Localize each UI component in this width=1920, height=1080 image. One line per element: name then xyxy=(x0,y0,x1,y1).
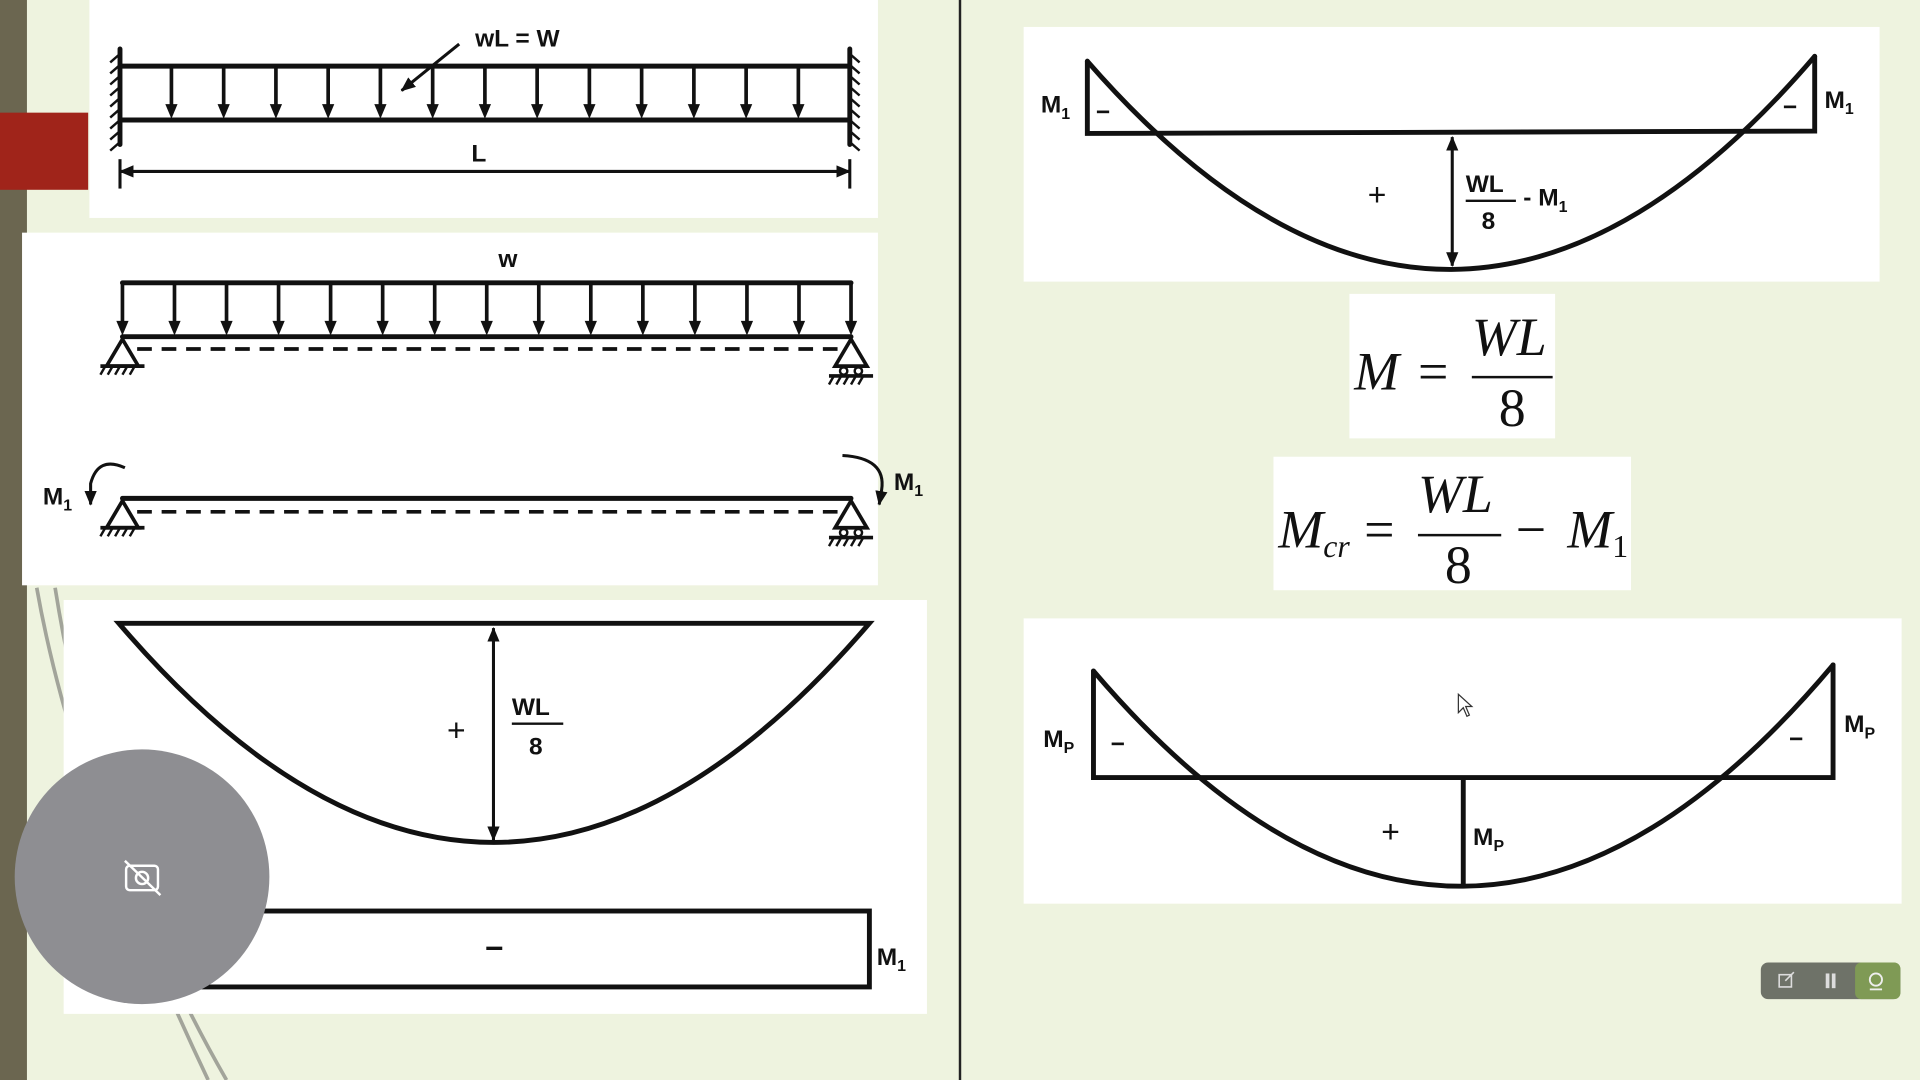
mid-label: MP xyxy=(1473,824,1504,855)
svg-text:M1: M1 xyxy=(1566,499,1628,564)
equation-cracking-moment: Mcr = WL 8 − M1 xyxy=(1273,456,1632,595)
positive-sign: + xyxy=(447,712,466,748)
span-label: L xyxy=(471,141,486,168)
svg-text:WL: WL xyxy=(1418,464,1493,524)
moment-value-numerator: WL xyxy=(512,694,550,721)
end-right-label: MP xyxy=(1844,711,1875,742)
edit-icon xyxy=(1778,973,1793,988)
moment-right-label: M1 xyxy=(894,469,923,500)
value-numerator: WL xyxy=(1466,171,1504,198)
pause-button[interactable] xyxy=(1809,965,1853,997)
end-right-label: M1 xyxy=(1824,87,1853,118)
end-left-label: M1 xyxy=(1041,92,1070,123)
end-left-label: MP xyxy=(1043,726,1074,757)
svg-text:=: = xyxy=(1418,341,1448,401)
svg-text:WL: WL xyxy=(1472,307,1547,367)
pin-support xyxy=(99,497,145,537)
svg-text:8: 8 xyxy=(1445,535,1472,595)
equation-moment: M = WL 8 xyxy=(1349,293,1556,439)
accent-block xyxy=(0,112,89,190)
moment-left-label: M1 xyxy=(43,483,72,514)
svg-text:M: M xyxy=(1353,341,1402,401)
value-rest: - M1 xyxy=(1523,185,1567,216)
camera-preview[interactable] xyxy=(14,749,270,1005)
webcam-button[interactable] xyxy=(1868,972,1883,991)
svg-text:−: − xyxy=(1516,499,1546,559)
roller-support xyxy=(827,497,874,547)
fixed-moment-diagram: + − − WL 8 - M1 M1 M1 xyxy=(1023,26,1880,282)
load-label: wL = W xyxy=(474,26,560,53)
pause-icon xyxy=(1825,973,1836,989)
negative-sign: − xyxy=(485,930,504,966)
negative-sign-left: − xyxy=(1096,99,1110,126)
value-denominator: 8 xyxy=(1482,208,1496,235)
distributed-load-label: w xyxy=(497,246,518,273)
fixed-beam-figure: wL = W L xyxy=(89,0,878,218)
plastic-moment-diagram: + − − MP MP MP xyxy=(1023,618,1902,904)
moment-value-denominator: 8 xyxy=(529,733,543,760)
negative-sign-left: − xyxy=(1111,731,1125,758)
webcam-icon xyxy=(1868,972,1883,987)
recording-controls xyxy=(1760,962,1901,1000)
end-moment-label: M1 xyxy=(877,944,906,975)
svg-text:8: 8 xyxy=(1499,378,1526,438)
edit-annotate-button[interactable] xyxy=(1763,965,1807,997)
roller-support xyxy=(827,335,874,386)
svg-text:=: = xyxy=(1364,499,1394,559)
positive-sign: + xyxy=(1368,177,1387,213)
negative-sign-right: − xyxy=(1783,94,1797,121)
simple-beam-figure: w M1 M1 xyxy=(22,232,923,586)
positive-sign: + xyxy=(1381,813,1400,849)
negative-sign-right: − xyxy=(1789,726,1803,753)
svg-text:Mcr: Mcr xyxy=(1277,499,1350,564)
pin-support xyxy=(99,335,145,376)
mouse-cursor-icon xyxy=(1457,692,1474,718)
camera-off-icon[interactable] xyxy=(124,859,162,896)
